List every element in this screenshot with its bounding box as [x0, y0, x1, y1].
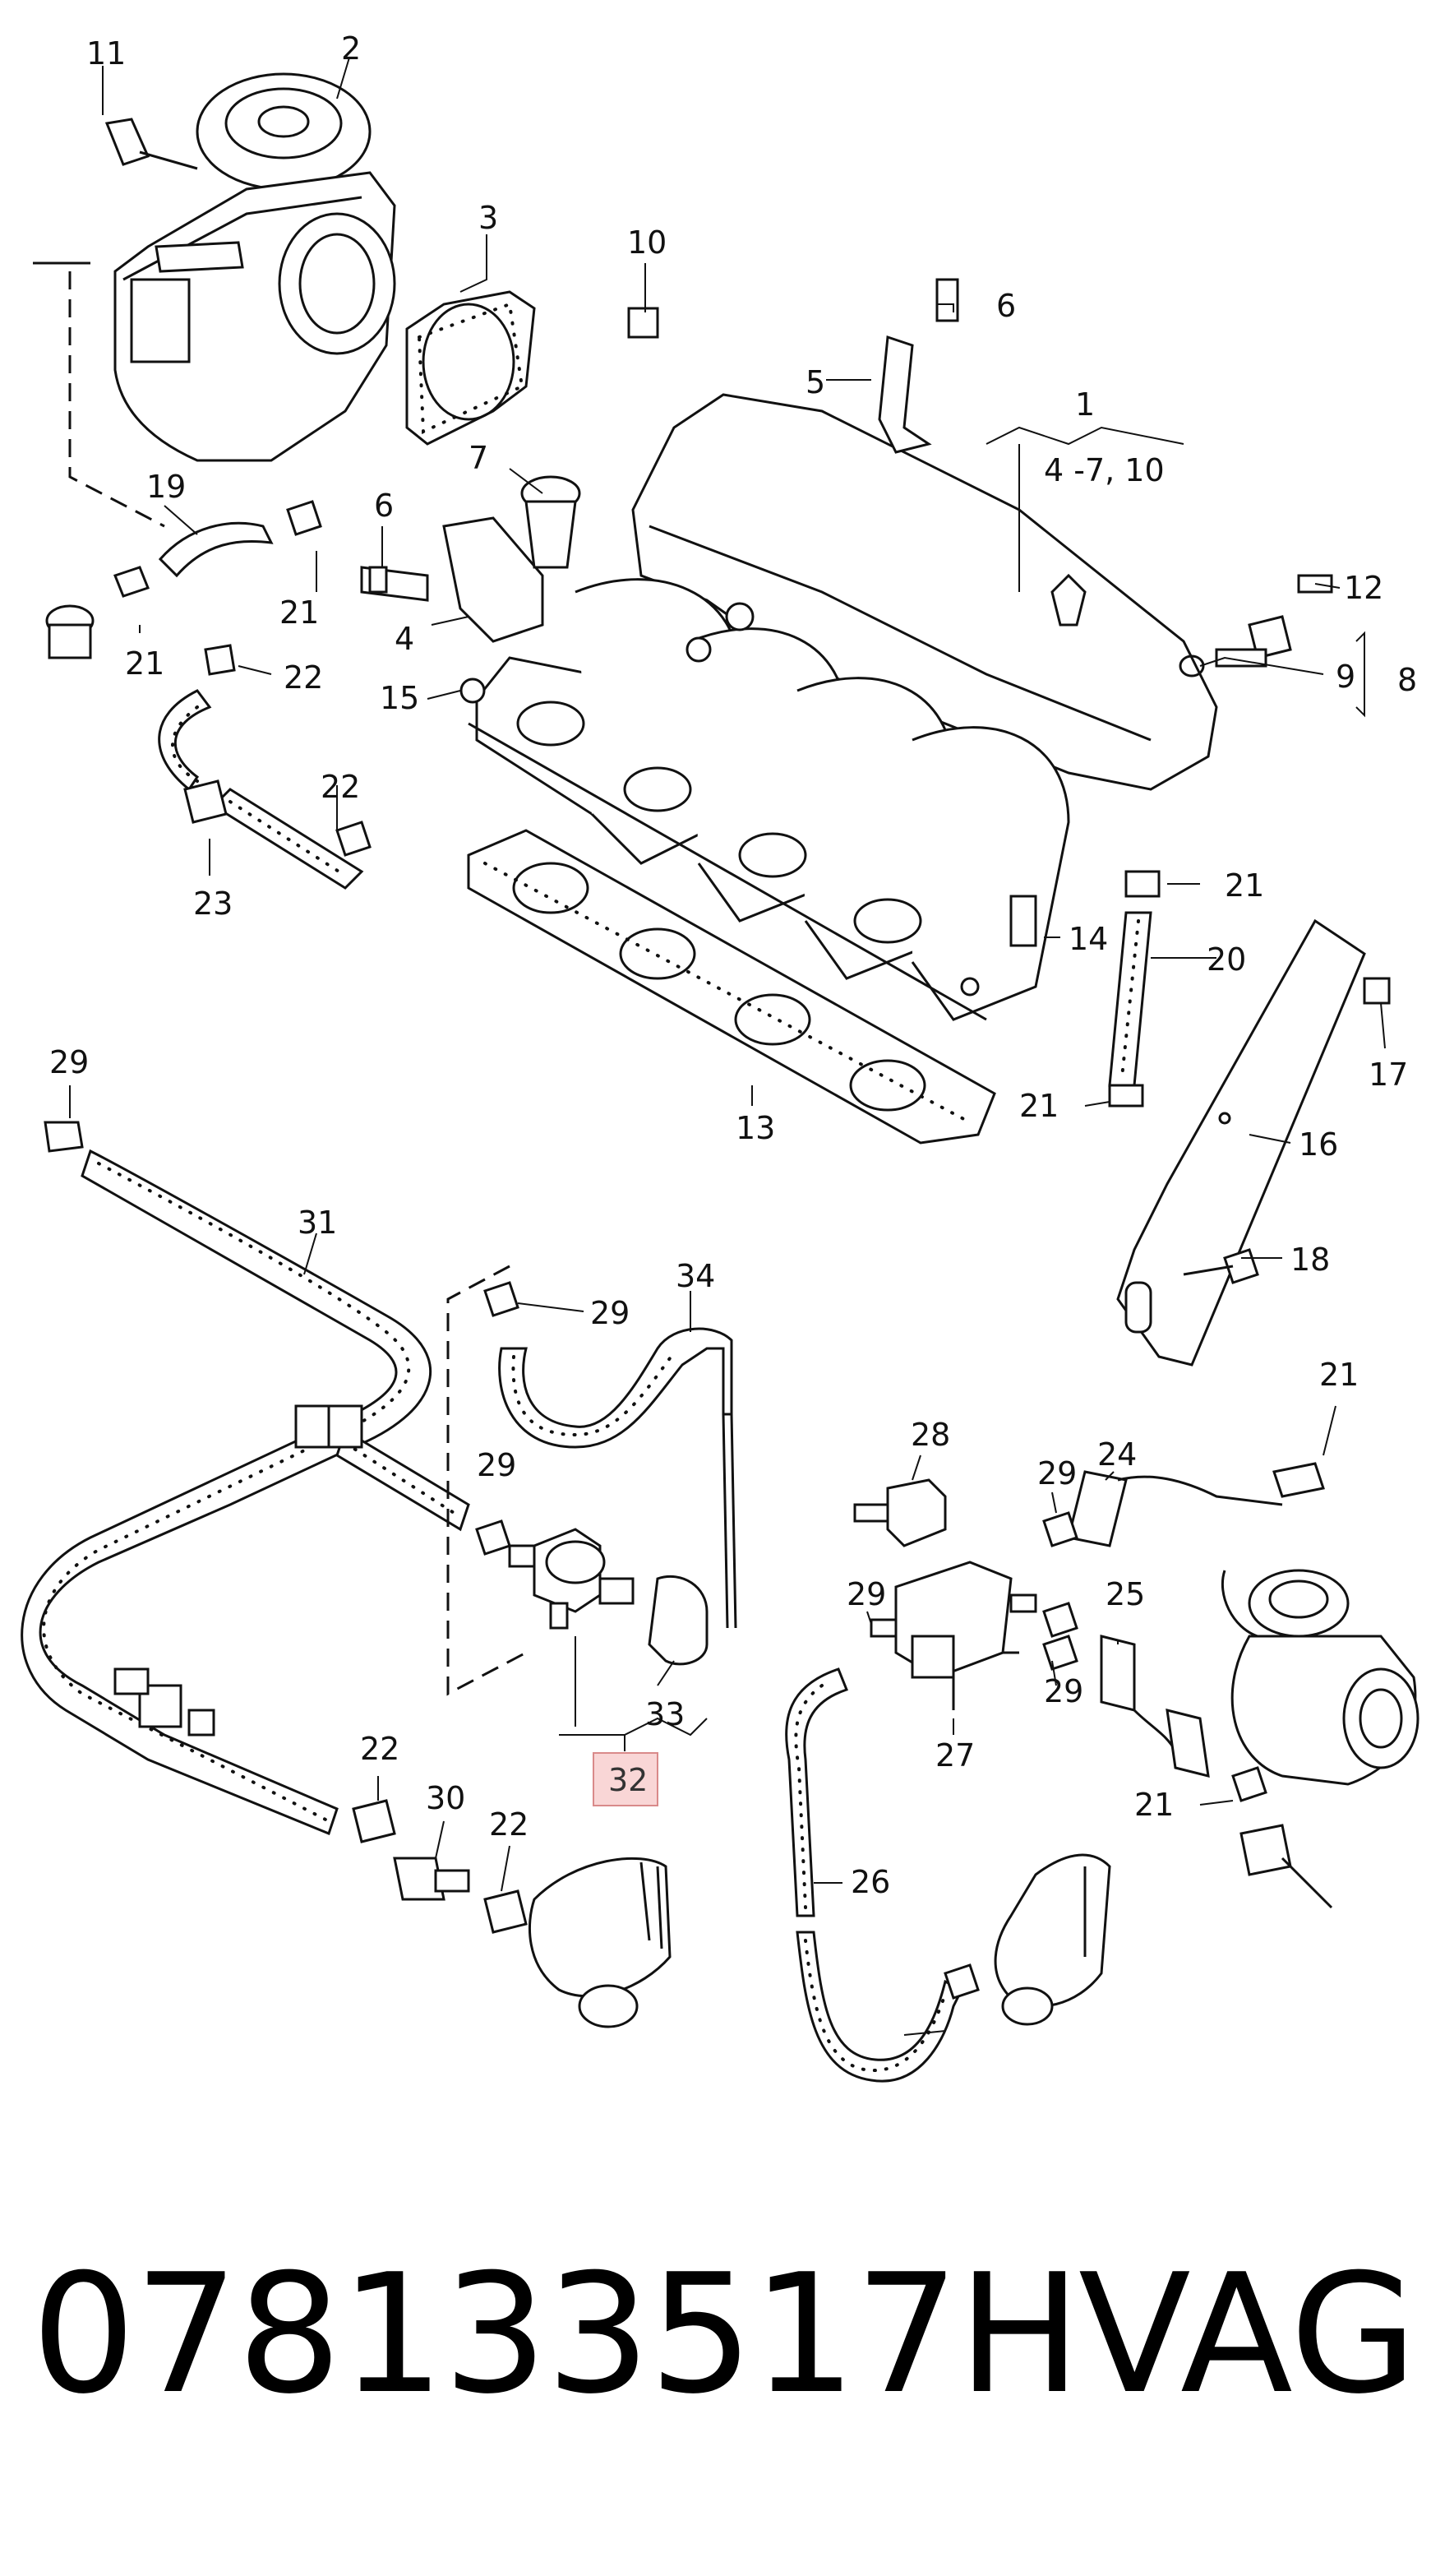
intake-manifold [468, 393, 1218, 1021]
callout-6b: 6 [374, 488, 394, 524]
gasket-13 [467, 829, 996, 1145]
part-number: 078133517H [31, 2239, 1082, 2430]
callout-23: 23 [193, 886, 233, 922]
turbocharger [994, 1569, 1419, 2026]
callout-16: 16 [1299, 1126, 1338, 1163]
callout-14: 14 [1069, 921, 1108, 957]
callout-21a: 21 [279, 594, 319, 631]
callout-29e: 29 [847, 1576, 886, 1612]
lower-right-hoses [1042, 1462, 1333, 1909]
callout-22c: 22 [360, 1731, 399, 1767]
callout-21b: 21 [125, 645, 164, 682]
lower-left-connectors [352, 1799, 672, 2028]
valve-32 [446, 1265, 709, 1806]
parts-diagram: 11 2 3 10 6 5 1 4 -7, 10 19 7 6 21 21 22… [21, 30, 1419, 2083]
callout-labels: 11 2 3 10 6 5 1 4 -7, 10 19 7 6 21 21 22… [49, 30, 1417, 1900]
hose-system-left [21, 1121, 470, 1835]
callout-32-highlight [593, 1752, 658, 1806]
left-hoses-upper [33, 261, 372, 890]
callout-11: 11 [86, 35, 126, 72]
callout-12: 12 [1344, 570, 1383, 606]
callout-21e: 21 [1319, 1357, 1359, 1393]
callout-18: 18 [1290, 1242, 1330, 1278]
callout-21d: 21 [1019, 1088, 1059, 1124]
bracket-4 [360, 516, 544, 643]
bracket-16 [1116, 918, 1366, 1367]
callout-29f: 29 [1044, 1673, 1083, 1709]
small-parts-upper [104, 118, 1391, 1284]
callout-5: 5 [806, 364, 825, 400]
callout-21c: 21 [1225, 867, 1264, 904]
callout-1: 1 [1075, 386, 1095, 423]
solenoid-27-28 [853, 1478, 1037, 1710]
callout-28: 28 [911, 1417, 950, 1453]
callout-2: 2 [341, 30, 361, 67]
callout-10: 10 [627, 224, 667, 261]
leader-lines [69, 57, 1386, 2036]
callout-3: 3 [478, 200, 498, 236]
callout-29a: 29 [49, 1044, 89, 1080]
hose-20 [1108, 870, 1161, 1108]
callout-4: 4 [395, 621, 414, 657]
callout-27: 27 [935, 1737, 975, 1774]
callout-9: 9 [1336, 659, 1355, 695]
callout-8: 8 [1397, 662, 1417, 698]
callout-33: 33 [645, 1696, 685, 1732]
callout-26: 26 [851, 1864, 890, 1900]
gasket-3 [405, 290, 536, 446]
callout-25: 25 [1106, 1576, 1145, 1612]
hose-34 [498, 1327, 737, 1629]
callout-13: 13 [736, 1110, 775, 1146]
callout-22b: 22 [321, 769, 360, 805]
callout-17: 17 [1369, 1057, 1408, 1093]
callout-34: 34 [676, 1258, 715, 1294]
callout-15: 15 [380, 680, 419, 716]
callout-29c: 29 [1037, 1455, 1077, 1491]
callout-22a: 22 [284, 659, 323, 696]
throttle-body [113, 72, 396, 462]
callout-22d: 22 [489, 1806, 529, 1843]
callout-31: 31 [298, 1205, 337, 1241]
callout-29b: 29 [590, 1295, 630, 1331]
callout-20: 20 [1207, 941, 1246, 978]
callout-7: 7 [469, 440, 488, 476]
brand-label: VAG [1078, 2239, 1418, 2430]
callout-30: 30 [426, 1780, 465, 1816]
callout-19: 19 [146, 469, 186, 505]
callout-24: 24 [1097, 1436, 1137, 1473]
callout-6: 6 [996, 288, 1016, 324]
callout-32: 32 [608, 1762, 648, 1798]
callout-21f: 21 [1134, 1787, 1174, 1823]
callout-29d: 29 [477, 1447, 516, 1483]
callout-4-7-10: 4 -7, 10 [1044, 452, 1165, 488]
hose-26 [785, 1667, 980, 2083]
